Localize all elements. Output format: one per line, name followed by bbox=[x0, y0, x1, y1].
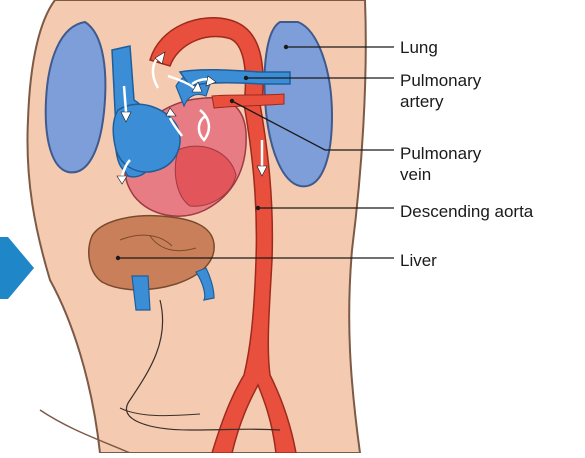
label-pulmonary-artery: Pulmonary artery bbox=[400, 70, 481, 112]
label-pulmonary-vein: Pulmonary vein bbox=[400, 143, 481, 185]
label-pulmonary-vein-line1: Pulmonary bbox=[400, 143, 481, 164]
pointer-arrow-icon bbox=[0, 237, 34, 299]
label-pulmonary-artery-line2: artery bbox=[400, 91, 481, 112]
label-descending-aorta: Descending aorta bbox=[400, 201, 533, 222]
label-liver: Liver bbox=[400, 250, 437, 271]
label-pulmonary-artery-line1: Pulmonary bbox=[400, 70, 481, 91]
label-pulmonary-vein-line2: vein bbox=[400, 164, 481, 185]
label-lung: Lung bbox=[400, 37, 438, 58]
